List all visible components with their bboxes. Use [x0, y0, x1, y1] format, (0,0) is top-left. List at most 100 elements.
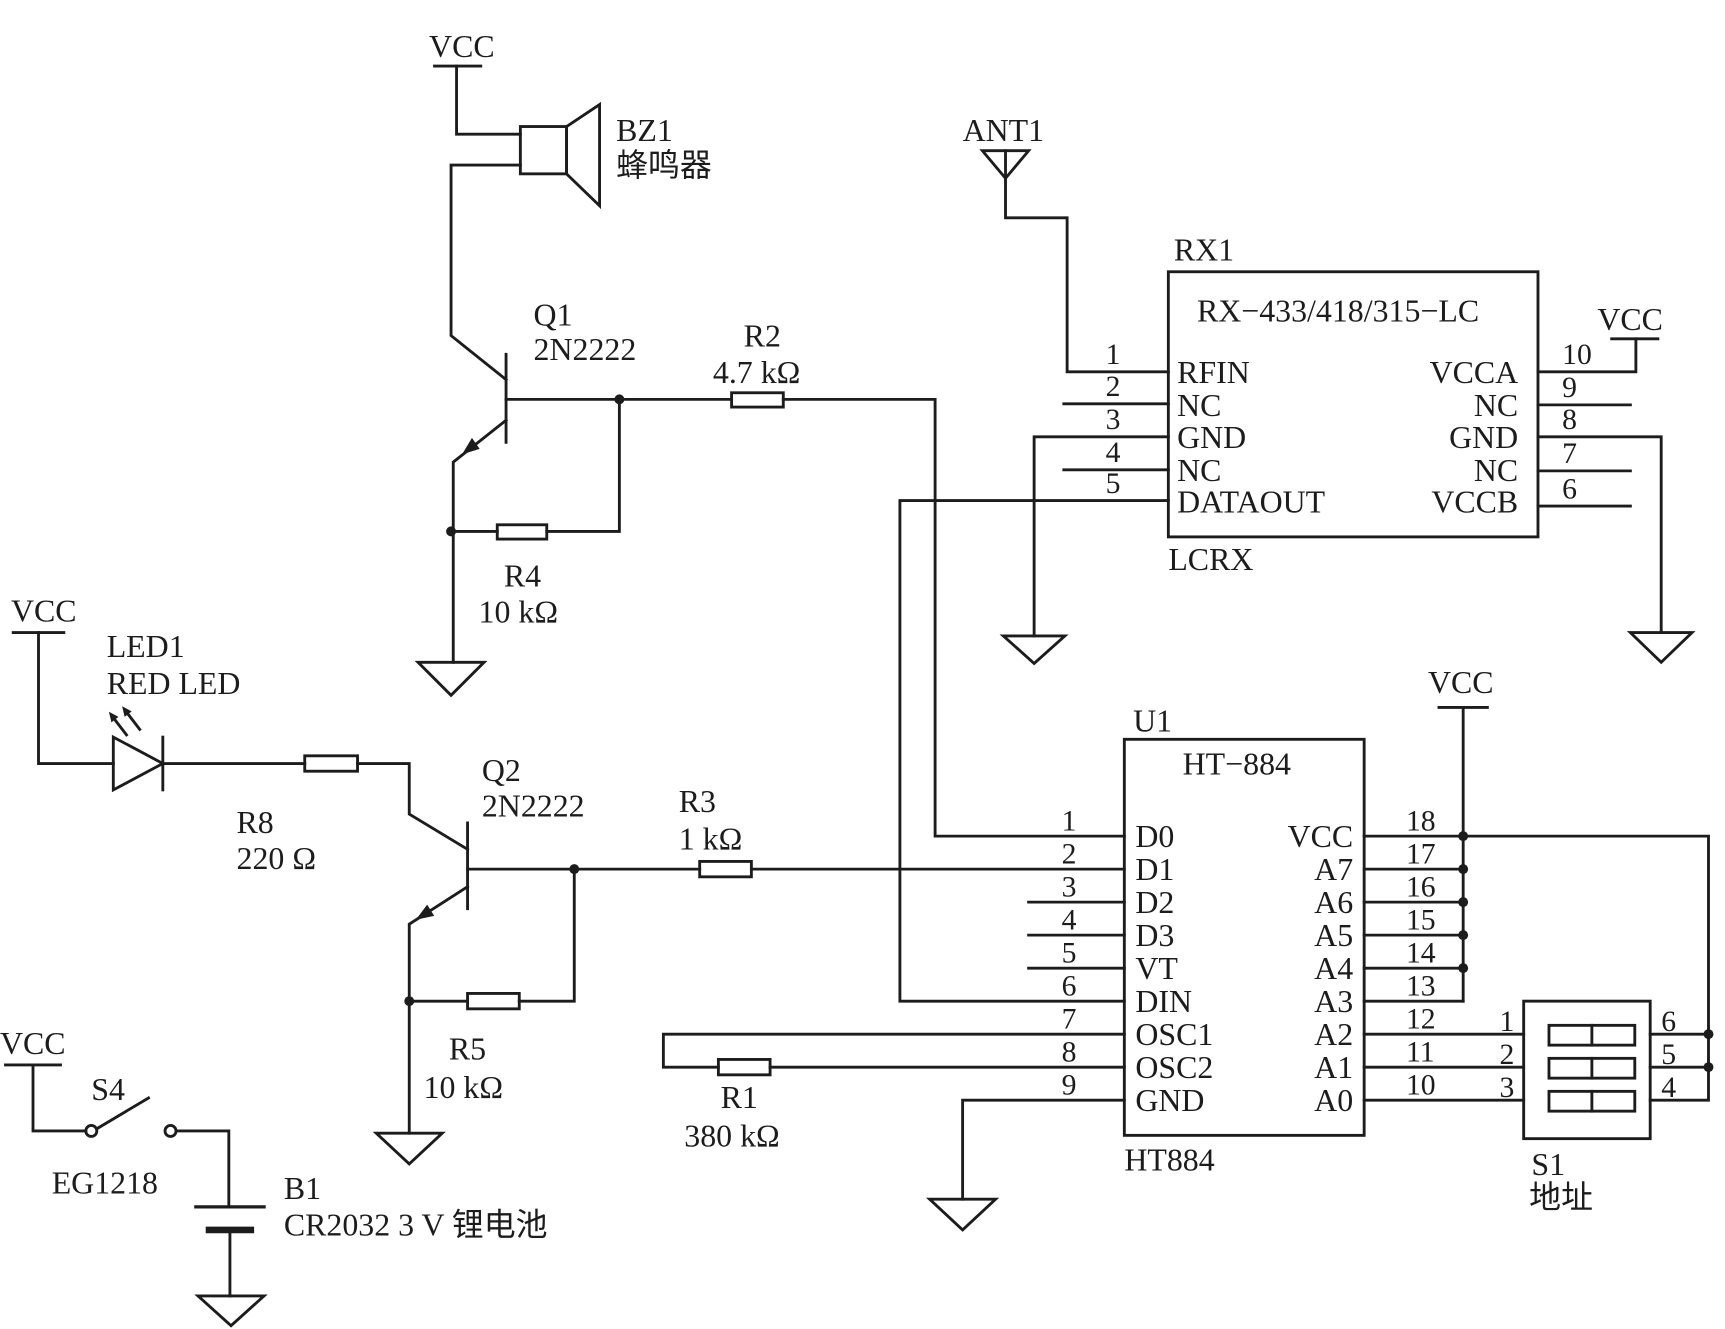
u1-pin-number: 8: [1062, 1037, 1077, 1069]
ground-symbol-q2: [372, 1131, 446, 1166]
junction-vcc-pin16: [1458, 897, 1469, 908]
receiver-module-rx1: RX1 RX−433/418/315−LC LCRX 1 2 3 4 5 RFI…: [898, 233, 1696, 1003]
junction-s1-pin5: [1703, 1062, 1714, 1073]
rx1-pin-label: NC: [1474, 388, 1518, 423]
u1-pin-number: 1: [1062, 806, 1077, 838]
wire-r8-to-q2-collector: [356, 762, 470, 852]
q1-emitter-arrow: [462, 437, 480, 455]
junction-vcc-pin14: [1458, 963, 1469, 974]
wire-dataout-to-din: [898, 499, 1170, 1003]
wire-r5-to-q2-base: [517, 867, 576, 1003]
u1-pin-label: D1: [1135, 852, 1174, 887]
rx1-package-label: LCRX: [1168, 542, 1253, 577]
rx1-pin-number: 2: [1106, 371, 1121, 403]
u1-pin-number: 11: [1406, 1037, 1435, 1069]
buzzer-horn: [565, 101, 601, 210]
u1-package-label: HT884: [1124, 1143, 1214, 1178]
u1-pin-number: 6: [1062, 971, 1077, 1003]
q1-part-label: 2N2222: [534, 332, 637, 367]
rx1-pin-label: NC: [1177, 453, 1221, 488]
ground-symbol-battery: [194, 1294, 268, 1328]
u1-body: [1122, 737, 1366, 1137]
s1-pin-number: 1: [1499, 1006, 1514, 1038]
rx1-pin-label: RFIN: [1177, 355, 1250, 390]
u1-pin-number: 17: [1406, 839, 1436, 871]
s4-blade: [94, 1095, 151, 1131]
u1-pin-label: DIN: [1135, 984, 1192, 1019]
u1-pin-number: 18: [1406, 806, 1436, 838]
wire-rx1-gnd-left: [1032, 435, 1170, 638]
u1-pin-label: D2: [1135, 885, 1174, 920]
resistor-r2: R2 4.7 kΩ: [504, 319, 1126, 838]
s1-pin-number: 4: [1661, 1072, 1676, 1104]
wire-s4-to-battery: [174, 1129, 231, 1209]
rx1-pin-number: 1: [1106, 339, 1121, 371]
u1-pin-label: A4: [1314, 951, 1353, 986]
rx1-pin-number: 7: [1562, 438, 1577, 470]
junction-s1-pin6: [1703, 1029, 1714, 1040]
r2-ref-label: R2: [744, 319, 781, 354]
buzzer-bz1: BZ1 蜂鸣器: [518, 101, 712, 210]
rx1-pin-label: NC: [1474, 453, 1518, 488]
wire-r2-to-u1-d0: [781, 397, 1126, 838]
rx1-pin-label: GND: [1449, 420, 1518, 455]
r1-body: [716, 1058, 772, 1077]
switch-s4: VCC S4 EG1218: [0, 1026, 231, 1209]
vcc-label: VCC: [429, 29, 495, 64]
r4-ref-label: R4: [504, 558, 541, 593]
u1-pin-label: A1: [1314, 1050, 1353, 1085]
u1-pin-label: A0: [1314, 1083, 1353, 1118]
dip-switch-s1: 1 2 3 6 5 4 S1 地址: [1461, 834, 1714, 1215]
vcc-label: VCC: [1428, 665, 1494, 700]
u1-pin-label: VT: [1135, 951, 1178, 986]
wire-vcc-to-s4: [31, 1063, 88, 1133]
q2-part-label: 2N2222: [482, 788, 585, 823]
s4-ref-label: S4: [91, 1072, 125, 1107]
s1-pin-number: 3: [1499, 1072, 1514, 1104]
rx1-pin-number: 10: [1562, 339, 1592, 371]
antenna-ref-label: ANT1: [963, 113, 1044, 148]
r3-value-label: 1 kΩ: [679, 821, 743, 856]
q2-emitter-arrow: [415, 904, 435, 920]
rx1-ref-label: RX1: [1174, 233, 1234, 268]
u1-pin-number: 12: [1406, 1004, 1436, 1036]
rx1-pin-number: 8: [1562, 404, 1577, 436]
u1-pin-number: 7: [1062, 1004, 1077, 1036]
rx1-pin-number: 6: [1562, 473, 1577, 505]
wire-antenna-to-rfin: [1004, 176, 1170, 374]
rx1-pin-label: DATAOUT: [1177, 485, 1325, 520]
led-ref-label: LED1: [107, 629, 185, 664]
vcc-label: VCC: [1597, 302, 1663, 337]
vcc-label: VCC: [11, 594, 77, 629]
vcc-buzzer-supply: VCC: [429, 29, 522, 136]
q2-emitter-lead: [407, 884, 470, 1135]
u1-pin-label: GND: [1135, 1083, 1204, 1118]
wire-r4-to-q1-base: [545, 397, 621, 533]
junction-vcc-pin15: [1458, 930, 1469, 941]
r2-body: [730, 391, 785, 409]
s1-pin-number: 6: [1661, 1006, 1676, 1038]
q2-ref-label: Q2: [482, 753, 521, 788]
led-triangle: [111, 734, 166, 793]
u1-pin-label: A2: [1314, 1017, 1353, 1052]
u1-pin-number: 15: [1406, 905, 1436, 937]
r8-ref-label: R8: [237, 805, 274, 840]
decoder-ic-u1: U1 HT−884 HT884 R1 380 kΩ 1 2 3 4 5 6 7 …: [661, 665, 1526, 1232]
r1-ref-label: R1: [721, 1080, 758, 1115]
u1-pin-number: 13: [1406, 971, 1436, 1003]
u1-pin-label: VCC: [1288, 819, 1354, 854]
s1-body: [1522, 999, 1652, 1141]
antenna-ant1: ANT1: [963, 113, 1170, 374]
rx1-pin-label: GND: [1177, 420, 1246, 455]
u1-pin-number: 2: [1062, 839, 1077, 871]
r2-value-label: 4.7 kΩ: [713, 355, 800, 390]
r3-ref-label: R3: [679, 784, 716, 819]
resistor-r8: R8 220 Ω: [161, 754, 359, 876]
b1-desc-label: CR2032 3 V 锂电池: [284, 1207, 548, 1242]
resistor-r3: R3 1 kΩ: [466, 784, 1126, 879]
r5-value-label: 10 kΩ: [424, 1070, 504, 1105]
wire-rx1-gnd-right: [1536, 435, 1663, 635]
u1-pin-label: D3: [1135, 918, 1174, 953]
s1-ref-label: S1: [1531, 1147, 1565, 1182]
resistor-r5: R5 10 kΩ: [404, 867, 576, 1105]
